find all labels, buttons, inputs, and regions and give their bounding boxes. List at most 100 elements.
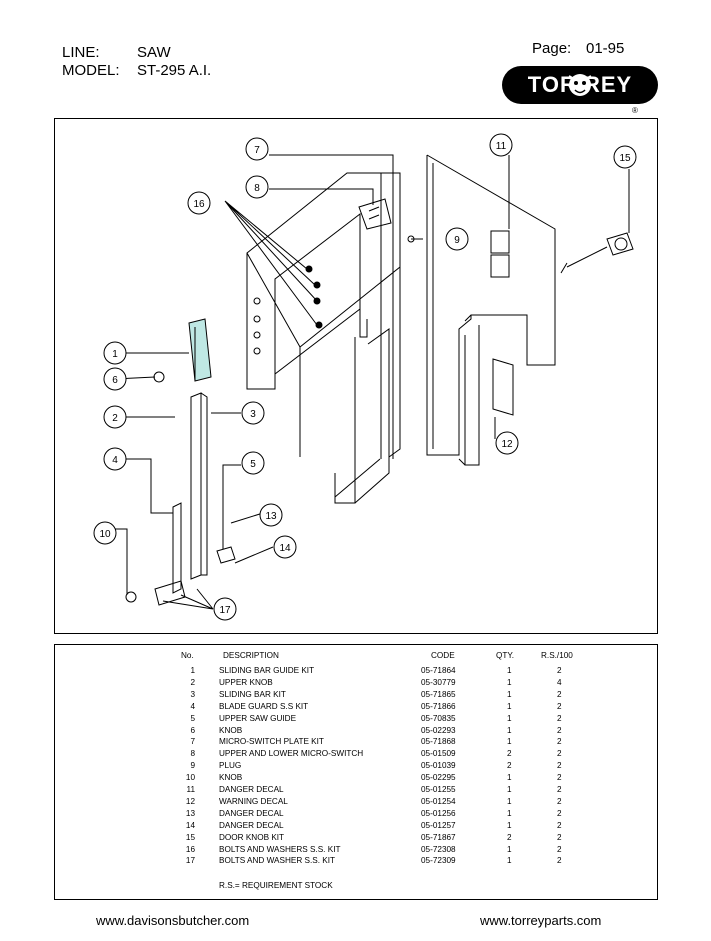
callout-2: 2 <box>112 413 118 424</box>
callout-10: 10 <box>99 529 111 540</box>
table-cell-qty: 2 <box>507 761 512 771</box>
callout-16: 16 <box>193 199 205 210</box>
header-rs: R.S./100 <box>541 651 573 660</box>
callout-8: 8 <box>254 183 260 194</box>
table-cell-no: 13 <box>185 808 195 818</box>
line-value: SAW <box>137 44 171 61</box>
table-cell-code: 05-01509 <box>421 749 456 759</box>
page-label: Page: <box>532 40 572 57</box>
table-cell-code: 05-01039 <box>421 761 456 771</box>
table-cell-rs: 2 <box>557 749 562 759</box>
bull-head-icon <box>568 74 592 96</box>
page-number: 01-95 <box>586 40 625 57</box>
table-cell-code: 05-30779 <box>421 677 456 687</box>
table-cell-description: WARNING DECAL <box>219 796 288 806</box>
table-cell-code: 05-72308 <box>421 844 456 854</box>
header-no: No. <box>181 651 194 660</box>
table-cell-description: BOLTS AND WASHERS S.S. KIT <box>219 844 341 854</box>
table-cell-description: MICRO-SWITCH PLATE KIT <box>219 737 324 747</box>
table-cell-rs: 2 <box>557 689 562 699</box>
table-cell-qty: 1 <box>507 666 512 675</box>
model-label: MODEL: <box>62 62 120 79</box>
table-cell-no: 14 <box>185 820 195 830</box>
torrey-logo: TOR REY <box>502 66 658 104</box>
table-cell-code: 05-71866 <box>421 701 456 711</box>
table-cell-rs: 2 <box>557 820 562 830</box>
callout-14: 14 <box>279 543 291 554</box>
callout-7: 7 <box>254 145 260 156</box>
footer-link-left[interactable]: www.davisonsbutcher.com <box>96 913 250 928</box>
table-cell-rs: 2 <box>557 808 562 818</box>
diagram-drawing: 1 2 3 4 5 6 7 8 9 10 11 12 13 1 <box>93 133 637 621</box>
table-cell-rs: 2 <box>557 773 562 783</box>
table-cell-description: PLUG <box>219 761 242 771</box>
table-cell-qty: 1 <box>507 808 512 818</box>
table-cell-description: DANGER DECAL <box>219 785 284 794</box>
table-cell-rs: 2 <box>557 761 562 771</box>
table-cell-description: BOLTS AND WASHER S.S. KIT <box>219 856 336 866</box>
callout-3: 3 <box>250 409 256 420</box>
table-cell-qty: 2 <box>507 832 512 842</box>
header-qty: QTY. <box>496 651 515 660</box>
table-cell-rs: 2 <box>557 796 562 806</box>
table-cell-no: 2 <box>190 677 195 687</box>
table-cell-code: 05-71867 <box>421 832 456 842</box>
line-label: LINE: <box>62 44 100 61</box>
callout-15: 15 <box>619 153 631 164</box>
table-cell-description: UPPER KNOB <box>219 677 273 687</box>
table-cell-qty: 1 <box>507 856 512 866</box>
table-cell-code: 05-71868 <box>421 737 456 747</box>
table-cell-rs: 2 <box>557 713 562 723</box>
table-cell-no: 9 <box>190 761 195 771</box>
table-cell-qty: 1 <box>507 737 512 747</box>
table-cell-description: SLIDING BAR GUIDE KIT <box>219 666 315 675</box>
callout-1: 1 <box>112 349 118 360</box>
table-cell-qty: 1 <box>507 725 512 735</box>
table-cell-rs: 2 <box>557 666 562 675</box>
table-cell-rs: 2 <box>557 785 562 794</box>
table-cell-description: DANGER DECAL <box>219 820 284 830</box>
table-cell-qty: 2 <box>507 749 512 759</box>
table-cell-description: KNOB <box>219 773 243 783</box>
table-cell-qty: 1 <box>507 785 512 794</box>
callout-13: 13 <box>265 511 277 522</box>
callout-11: 11 <box>496 141 507 152</box>
table-cell-rs: 2 <box>557 832 562 842</box>
table-cell-qty: 1 <box>507 713 512 723</box>
table-cell-description: BLADE GUARD S.S KIT <box>219 701 309 711</box>
table-cell-qty: 1 <box>507 677 512 687</box>
table-cell-no: 10 <box>185 773 195 783</box>
table-cell-code: 05-01257 <box>421 820 456 830</box>
table-cell-no: 15 <box>185 832 195 842</box>
table-cell-rs: 2 <box>557 844 562 854</box>
table-cell-code: 05-72309 <box>421 856 456 866</box>
table-cell-code: 05-02295 <box>421 773 456 783</box>
table-note: R.S.= REQUIREMENT STOCK <box>219 881 333 890</box>
callouts: 1 2 3 4 5 6 7 8 9 10 11 12 13 1 <box>93 133 637 621</box>
table-cell-code: 05-01255 <box>421 785 456 794</box>
table-cell-no: 16 <box>185 844 195 854</box>
table-cell-code: 05-02293 <box>421 725 456 735</box>
table-cell-no: 1 <box>190 666 195 675</box>
table-cell-no: 3 <box>190 689 195 699</box>
table-cell-code: 05-01254 <box>421 796 456 806</box>
table-cell-qty: 1 <box>507 796 512 806</box>
callout-9: 9 <box>454 235 460 246</box>
table-cell-no: 17 <box>185 856 195 866</box>
table-cell-rs: 2 <box>557 701 562 711</box>
table-cell-description: UPPER AND LOWER MICRO-SWITCH <box>219 749 364 759</box>
table-cell-qty: 1 <box>507 820 512 830</box>
table-cell-code: 05-70835 <box>421 713 456 723</box>
exploded-diagram: 1 2 3 4 5 6 7 8 9 10 11 12 13 1 <box>54 118 658 634</box>
footer-link-right[interactable]: www.torreyparts.com <box>480 913 602 928</box>
table-cell-code: 05-71865 <box>421 689 456 699</box>
table-cell-no: 7 <box>190 737 195 747</box>
model-value: ST-295 A.I. <box>137 62 212 79</box>
table-cell-rs: 2 <box>557 725 562 735</box>
table-cell-rs: 4 <box>557 677 562 687</box>
table-cell-description: DANGER DECAL <box>219 808 284 818</box>
table-cell-no: 4 <box>190 701 195 711</box>
table-cell-description: KNOB <box>219 725 243 735</box>
table-cell-code: 05-01256 <box>421 808 456 818</box>
